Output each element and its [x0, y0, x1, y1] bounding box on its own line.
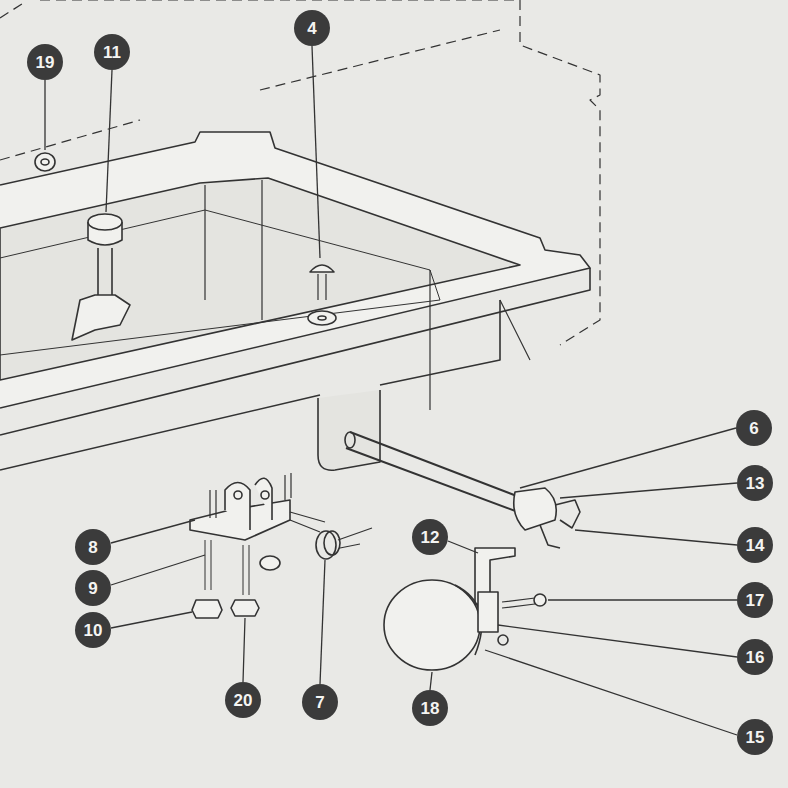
- callout-text: 13: [746, 475, 765, 492]
- screw: [502, 598, 535, 608]
- callout-number: 11: [94, 34, 130, 70]
- callout-number: 14: [737, 527, 773, 563]
- leader-line: [44, 80, 45, 150]
- leader-line: [320, 560, 325, 684]
- callout-text: 12: [421, 529, 440, 546]
- nut: [192, 600, 222, 618]
- callout-text: 4: [307, 20, 316, 37]
- nut: [498, 635, 508, 645]
- callout-text: 19: [36, 54, 55, 71]
- spring-arm: [290, 512, 325, 532]
- leader-line: [430, 672, 432, 690]
- leader-line: [548, 599, 737, 600]
- shaft: [346, 432, 522, 512]
- knob: [384, 580, 480, 670]
- leader-line: [111, 520, 195, 543]
- callout-text: 18: [421, 700, 440, 717]
- callout-number: 10: [75, 612, 111, 648]
- callout-text: 7: [315, 694, 324, 711]
- hinge-ears: [225, 478, 272, 530]
- callout-text: 10: [84, 622, 103, 639]
- leader-line: [560, 483, 737, 498]
- leader-line: [485, 650, 737, 735]
- post-cap: [88, 214, 122, 230]
- callout-number: 13: [737, 465, 773, 501]
- leader-line: [106, 70, 112, 212]
- callout-text: 15: [746, 729, 765, 746]
- leader-line: [312, 46, 320, 258]
- callout-text: 20: [234, 692, 253, 709]
- callout-number: 4: [294, 10, 330, 46]
- bed-inner-wall: [205, 180, 530, 410]
- callout-number: 20: [225, 682, 261, 718]
- bed-inner: [0, 178, 520, 380]
- screw-head: [310, 265, 334, 272]
- knob-clamp: [478, 592, 498, 632]
- shaft-end: [345, 432, 355, 448]
- washer-hole: [318, 316, 326, 320]
- hole: [261, 491, 269, 499]
- washer: [308, 311, 336, 325]
- bed-front: [0, 268, 590, 435]
- wing-screw: [540, 500, 580, 548]
- screw-head: [534, 594, 546, 606]
- leader-line: [498, 625, 737, 657]
- washer-hole: [41, 159, 49, 165]
- leader-lines: [45, 46, 737, 735]
- callout-number: 16: [737, 639, 773, 675]
- bed-gasket: [0, 210, 440, 355]
- post-foot: [72, 295, 130, 340]
- stud: [210, 473, 291, 518]
- callout-number: 17: [737, 582, 773, 618]
- washer: [260, 556, 280, 570]
- nut: [231, 600, 259, 616]
- callout-text: 17: [746, 592, 765, 609]
- callout-number: 19: [27, 44, 63, 80]
- hole: [234, 491, 242, 499]
- callout-number: 7: [302, 684, 338, 720]
- callout-number: 15: [737, 719, 773, 755]
- stud: [205, 540, 249, 595]
- callout-number: 9: [75, 570, 111, 606]
- callout-text: 16: [746, 649, 765, 666]
- spring-coil: [324, 531, 340, 555]
- callout-text: 8: [88, 539, 97, 556]
- callout-text: 9: [88, 580, 97, 597]
- callout-number: 6: [736, 410, 772, 446]
- leader-line: [448, 541, 478, 553]
- callout-number: 18: [412, 690, 448, 726]
- leader-line: [243, 618, 245, 682]
- spring-arm: [338, 528, 372, 548]
- collar: [514, 488, 557, 530]
- washer: [35, 153, 55, 171]
- callout-number: 12: [412, 519, 448, 555]
- bed-rim: [0, 132, 590, 408]
- leader-line: [520, 428, 736, 488]
- leader-line: [575, 530, 737, 545]
- callout-text: 6: [749, 420, 758, 437]
- callout-number: 8: [75, 529, 111, 565]
- post: [98, 248, 112, 300]
- callout-text: 11: [103, 44, 121, 61]
- leader-line: [111, 555, 205, 585]
- callout-text: 14: [746, 537, 765, 554]
- leader-line: [111, 612, 192, 628]
- screw: [318, 274, 326, 300]
